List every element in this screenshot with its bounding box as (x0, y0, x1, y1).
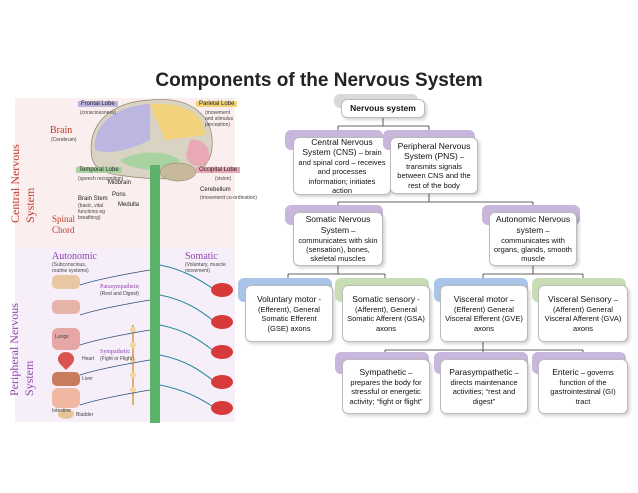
frontal-lobe-sub: (consciousness) (80, 110, 117, 116)
parietal-lobe-tag: Parietal Lobe (196, 101, 238, 107)
medulla-label: Medulla (118, 202, 140, 208)
node-autonomic-ns: Autonomic Nervous system – communicates … (489, 212, 577, 266)
occipital-lobe-sub: (vision) (215, 176, 232, 182)
parasympathetic-label: Parasympathetic (100, 284, 140, 290)
spinal-label: Spinal (52, 214, 76, 224)
node-sympathetic-title: Sympathetic (359, 367, 407, 378)
muscle-2 (211, 315, 233, 329)
cerebellum-sub: (movement co-ordination) (200, 195, 257, 201)
node-visceral-sensory-title: Visceral Sensory (548, 294, 612, 305)
node-cns: Central Nervous System (CNS) – brain and… (293, 137, 391, 195)
brainstem-label: Brain Stem (78, 196, 108, 202)
organ-intestine (52, 388, 80, 408)
node-somatic-ns-desc: – communicates with skin (sensation), bo… (298, 225, 378, 264)
page-title: Components of the Nervous System (155, 70, 483, 91)
muscle-1 (211, 283, 233, 297)
node-nervous-system-title: Nervous system (350, 103, 416, 114)
node-parasympathetic: Parasympathetic – directs maintenance ac… (440, 359, 528, 414)
organ-bladder (58, 409, 74, 419)
organ-glands (52, 275, 80, 289)
node-voluntary-motor-desc: - (Efferent), General Somatic Efferent (… (258, 295, 322, 333)
muscle-5 (211, 401, 233, 415)
node-autonomic-ns-desc: – communicates with organs, glands, smoo… (494, 225, 572, 264)
organ-lungs-label: Lungs (55, 334, 69, 340)
organ-bladder-label: Bladder (76, 412, 94, 418)
organ-trachea (52, 300, 80, 314)
parietal-lobe-region (150, 103, 205, 140)
occipital-lobe-tag: Occipital Lobe (196, 167, 241, 173)
node-visceral-motor: Visceral motor – (Efferent) General Visc… (440, 285, 528, 342)
midbrain-label: Midbrain (108, 180, 132, 186)
node-autonomic-ns-title: Autonomic Nervous system (495, 214, 571, 235)
node-enteric: Enteric – governs function of the gastro… (538, 359, 628, 414)
node-sympathetic-desc: – prepares the body for stressful or ene… (349, 368, 423, 406)
parasympathetic-sub-label: (Rest and Digest) (100, 291, 139, 297)
node-voluntary-motor: Voluntary motor - (Efferent), General So… (245, 285, 333, 342)
node-parasympathetic-title: Parasympathetic (449, 367, 513, 378)
node-visceral-motor-desc: – (Efferent) General Visceral Efferent (… (445, 295, 523, 333)
chord-label: Chord (52, 225, 75, 235)
organ-intestine-label: Intestine (52, 408, 71, 414)
organ-liver-label: Liver (82, 376, 93, 382)
temporal-lobe-region (120, 152, 180, 170)
organ-heart-label: Heart (82, 356, 95, 362)
node-sympathetic: Sympathetic – prepares the body for stre… (342, 359, 430, 414)
node-somatic-sensory-desc: - (Afferent), General Somatic Afferent (… (347, 295, 425, 333)
frontal-lobe-region (94, 104, 150, 152)
organ-lungs (52, 328, 80, 350)
node-nervous-system: Nervous system (341, 99, 425, 118)
sympathetic-sub-label: (Fight or Flight) (100, 356, 134, 362)
node-parasympathetic-desc: – directs maintenance activities; “rest … (450, 368, 519, 406)
node-somatic-ns-title: Somatic Nervous System (305, 214, 371, 235)
brain-sub-label: (Cerebrum) (51, 137, 77, 143)
organ-heart (57, 352, 75, 370)
autonomic-sub-label: (Subconscious, routine systems) (52, 262, 89, 274)
brainstem-sub: (basic, vital functions eg breathing) (78, 203, 105, 221)
muscle-3 (211, 345, 233, 359)
somatic-sub-label: (Voluntary, muscle movement) (185, 262, 226, 274)
somatic-label: Somatic (185, 251, 218, 262)
occipital-lobe-region (186, 139, 210, 167)
node-visceral-sensory-desc: – (Afferent) General Visceral Afferent (… (544, 295, 622, 333)
temporal-lobe-sub: (speech recognition) (78, 176, 124, 182)
node-somatic-sensory: Somatic sensory - (Afferent), General So… (342, 285, 430, 342)
node-voluntary-motor-title: Voluntary motor (256, 294, 317, 305)
pons-label: Pons (112, 192, 126, 198)
node-visceral-sensory: Visceral Sensory – (Afferent) General Vi… (538, 285, 628, 342)
temporal-lobe-tag: Temporal Lobe (76, 167, 122, 173)
node-cns-title: Central Nervous System (CNS) (302, 136, 373, 158)
node-somatic-sensory-title: Somatic sensory (352, 294, 416, 305)
node-pns-desc: – transmits signals between CNS and the … (397, 152, 471, 190)
muscle-4 (211, 375, 233, 389)
cerebellum-label: Cerebellum (200, 187, 231, 193)
sympathetic-label: Sympathetic (100, 349, 130, 355)
parietal-lobe-sub: (movement and stimulus perception) (205, 110, 234, 128)
spinal-cord (150, 165, 160, 423)
frontal-lobe-tag: Frontal Lobe (78, 101, 118, 107)
organ-liver (52, 372, 80, 386)
autonomic-label: Autonomic (52, 251, 97, 262)
node-pns-title: Peripheral Nervous System (PNS) (397, 140, 471, 162)
node-cns-desc: – brain and spinal cord – receives and p… (298, 148, 386, 195)
node-enteric-title: Enteric (552, 367, 579, 378)
node-visceral-motor-title: Visceral motor (453, 294, 508, 305)
node-pns: Peripheral Nervous System (PNS) – transm… (390, 137, 478, 194)
pns-band (15, 248, 235, 422)
node-enteric-desc: – governs function of the gastrointestin… (550, 368, 616, 406)
brain-label: Brain (50, 125, 73, 136)
node-somatic-ns: Somatic Nervous System – communicates wi… (293, 212, 383, 266)
